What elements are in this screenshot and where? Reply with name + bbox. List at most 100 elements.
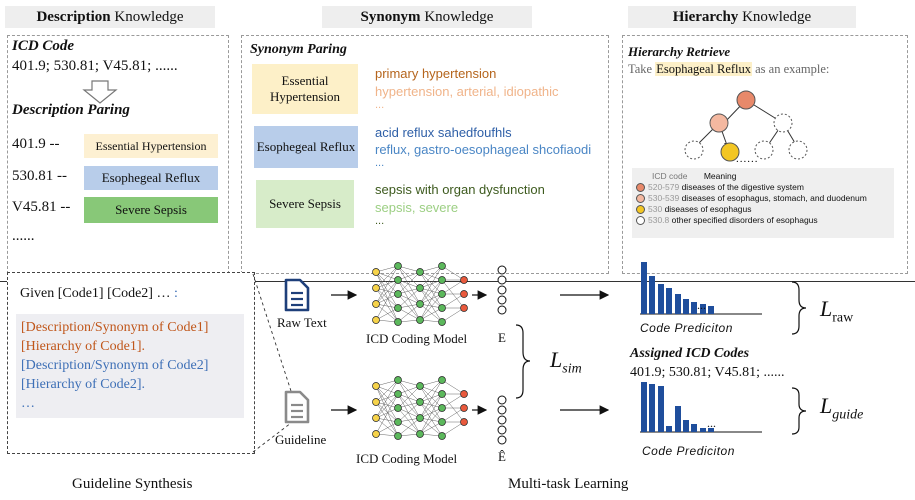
l-raw-loss: Lraw — [820, 296, 853, 326]
neural-network-icon — [372, 262, 468, 326]
embedding-vector-bottom — [497, 395, 507, 445]
example-suffix: as an example: — [752, 62, 830, 76]
bar-ellipsis-bottom: ... — [707, 416, 716, 430]
prediction-bar — [708, 428, 715, 432]
syn-secondary-3: sepsis, severe — [375, 200, 459, 215]
prediction-bar — [691, 302, 698, 314]
tree-leaf-node — [754, 140, 774, 160]
loss-subscript: sim — [562, 361, 582, 377]
header-rest: Knowledge — [738, 9, 812, 25]
bar-ellipsis-top: ... — [697, 298, 706, 312]
legend-text: diseases of the digestive system — [681, 182, 804, 192]
example-prefix: Take — [628, 62, 656, 76]
syn-box-1: Essential Hypertension — [252, 64, 358, 114]
hierarchy-knowledge-header: Hierarchy Knowledge — [628, 6, 856, 28]
given-text: Given [Code1] [Code2] … — [20, 286, 171, 301]
legend-row: 530.8 other specified disorders of esoph… — [636, 215, 890, 226]
desc-box-1: Essential Hypertension — [84, 134, 218, 158]
prediction-bar — [699, 304, 706, 314]
syn-box-2: Esophegeal Reflux — [254, 126, 358, 168]
syn-primary-2: acid reflux sahedfoufhls — [375, 125, 512, 140]
desc-code-1: 401.9 -- — [12, 136, 60, 152]
assigned-icd-codes: 401.9; 530.81; V45.81; ...... — [630, 365, 785, 380]
syn-more-3: ... — [375, 215, 385, 227]
desc-box-2: Esophegeal Reflux — [84, 166, 218, 190]
desc-code-2: 530.81 -- — [12, 168, 67, 184]
synonym-panel — [241, 35, 609, 274]
header-bold: Description — [36, 9, 111, 25]
syn-label: Essential Hypertension — [269, 73, 341, 104]
prediction-bar — [699, 428, 706, 432]
hierarchy-example: Take Esophageal Reflux as an example: — [628, 62, 829, 77]
legend-code: 530-539 — [648, 193, 680, 203]
legend-text: diseases of esophagus — [664, 204, 752, 214]
model-top-label: ICD Coding Model — [366, 331, 468, 346]
syn-primary-1: primary hypertension — [375, 66, 497, 81]
legend-header-meaning: Meaning — [703, 171, 737, 181]
guideline-content: [Description/Synonym of Code1] [Hierarch… — [16, 314, 244, 418]
prediction-bar — [649, 276, 656, 314]
header-bold: Synonym — [360, 9, 421, 25]
syn-secondary-1: hypertension, arterial, idiopathic — [375, 84, 559, 99]
syn-primary-3: sepsis with organ dysfunction — [375, 182, 545, 197]
desc-code-3: V45.81 -- — [12, 199, 71, 215]
prediction-bar — [683, 299, 689, 314]
hierarchy-legend: ICD code Meaning 520-579 diseases of the… — [632, 168, 894, 238]
e-hat-label: Ê — [498, 449, 506, 464]
header-bold: Hierarchy — [672, 9, 739, 25]
desc-box-3: Severe Sepsis — [84, 197, 218, 223]
loss-symbol: L — [550, 347, 563, 372]
guideline-document-icon — [284, 390, 310, 424]
loss-symbol: L — [820, 393, 833, 418]
legend-text: diseases of esophagus, stomach, and duod… — [681, 193, 867, 203]
syn-label: Severe Sepsis — [269, 196, 341, 211]
caption-guideline-synthesis: Guideline Synthesis — [72, 476, 193, 492]
legend-swatch — [636, 194, 645, 204]
synonym-paring-title: Synonym Paring — [250, 42, 347, 57]
code-prediction-label-bottom: Code Prediciton — [642, 444, 735, 458]
syn-box-3: Severe Sepsis — [256, 180, 354, 228]
legend-code: 530 — [648, 204, 663, 214]
code-prediction-bars-bottom — [641, 372, 751, 432]
model-bottom-label: ICD Coding Model — [356, 451, 458, 466]
legend-header-code: ICD code — [652, 171, 688, 181]
guideline-line: [Hierarchy of Code2]. — [21, 377, 146, 392]
guideline-line: … — [21, 396, 35, 411]
description-knowledge-header: Description Knowledge — [5, 6, 215, 28]
prediction-bar — [683, 420, 689, 432]
tree-ellipsis: ...... — [736, 153, 759, 165]
assigned-icd-codes-title: Assigned ICD Codes — [630, 346, 750, 361]
guideline-given: Given [Code1] [Code2] … : — [20, 286, 178, 302]
syn-more-2: ... — [375, 157, 385, 169]
e-label: E — [498, 330, 506, 345]
code-prediction-label-top: Code Prediciton — [640, 321, 733, 335]
syn-label: Esophegeal Reflux — [256, 139, 356, 154]
section-divider — [0, 281, 915, 282]
desc-text: Severe Sepsis — [115, 202, 187, 217]
tree-leaf-node — [684, 140, 704, 160]
guideline-line: [Description/Synonym of Code2] — [21, 358, 209, 373]
caption-multi-task-learning: Multi-task Learning — [508, 476, 629, 492]
loss-subscript: guide — [832, 407, 864, 423]
codes-line: 401.9; 530.81; V45.81; ...... — [12, 58, 178, 74]
given-colon: : — [170, 286, 178, 301]
legend-code: 530.8 — [648, 215, 670, 225]
prediction-bar — [657, 386, 664, 432]
legend-row: 530-539 diseases of esophagus, stomach, … — [636, 193, 890, 204]
hierarchy-panel — [622, 35, 908, 274]
syn-more-1: ... — [375, 99, 385, 111]
prediction-bar — [657, 284, 664, 314]
prediction-bar — [641, 262, 647, 314]
header-rest: Knowledge — [420, 9, 494, 25]
legend-swatch — [636, 183, 645, 193]
prediction-bar — [691, 424, 698, 432]
icd-code-title: ICD Code — [12, 38, 75, 54]
l-sim-loss: Lsim — [550, 347, 582, 377]
tree-level2-node — [709, 113, 729, 133]
example-highlight: Esophageal Reflux — [655, 62, 752, 76]
desc-text: Essential Hypertension — [95, 138, 207, 153]
guideline-label: Guideline — [275, 432, 327, 447]
tree-level2-node — [773, 113, 793, 133]
down-arrow-icon — [82, 80, 118, 104]
